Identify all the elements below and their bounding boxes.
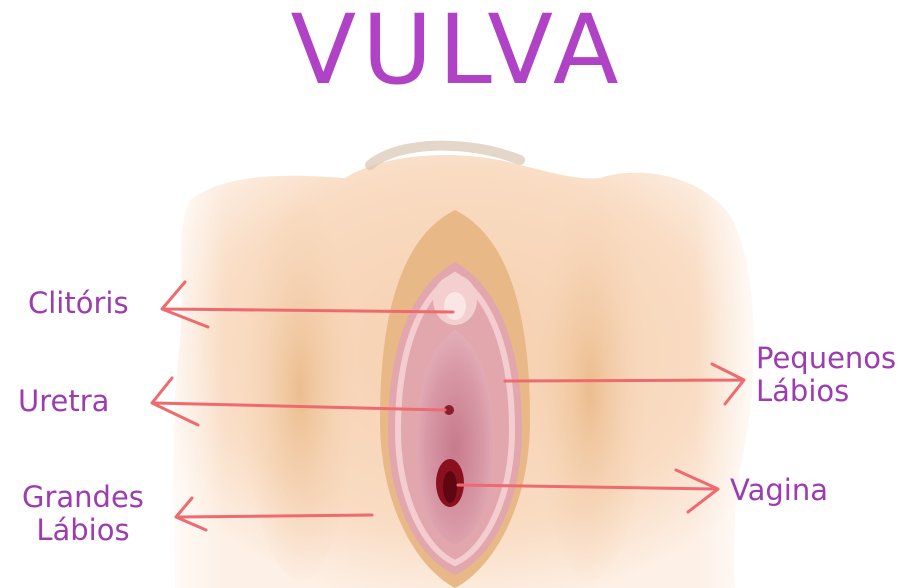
label-grandes-labios: Grandes Lábios — [22, 480, 144, 547]
urethral-opening — [444, 405, 454, 415]
arrow-pequenos-labios — [503, 362, 746, 406]
label-vagina: Vagina — [730, 473, 828, 507]
arrow-clitoris — [160, 280, 455, 329]
label-clitoris: Clitóris — [28, 286, 129, 320]
label-pequenos-labios: Pequenos Lábios — [756, 341, 897, 408]
arrow-vagina — [456, 468, 720, 514]
vestibule — [416, 330, 494, 545]
arrow-grandes-labios — [174, 496, 374, 532]
outer-fold-left — [245, 200, 355, 580]
clitoris — [444, 292, 466, 320]
diagram-title: VULVA — [290, 0, 625, 106]
arrow-uretra — [150, 376, 447, 427]
label-uretra: Uretra — [18, 384, 110, 418]
outer-fold-right — [535, 200, 645, 580]
pubic-hair — [365, 140, 525, 170]
